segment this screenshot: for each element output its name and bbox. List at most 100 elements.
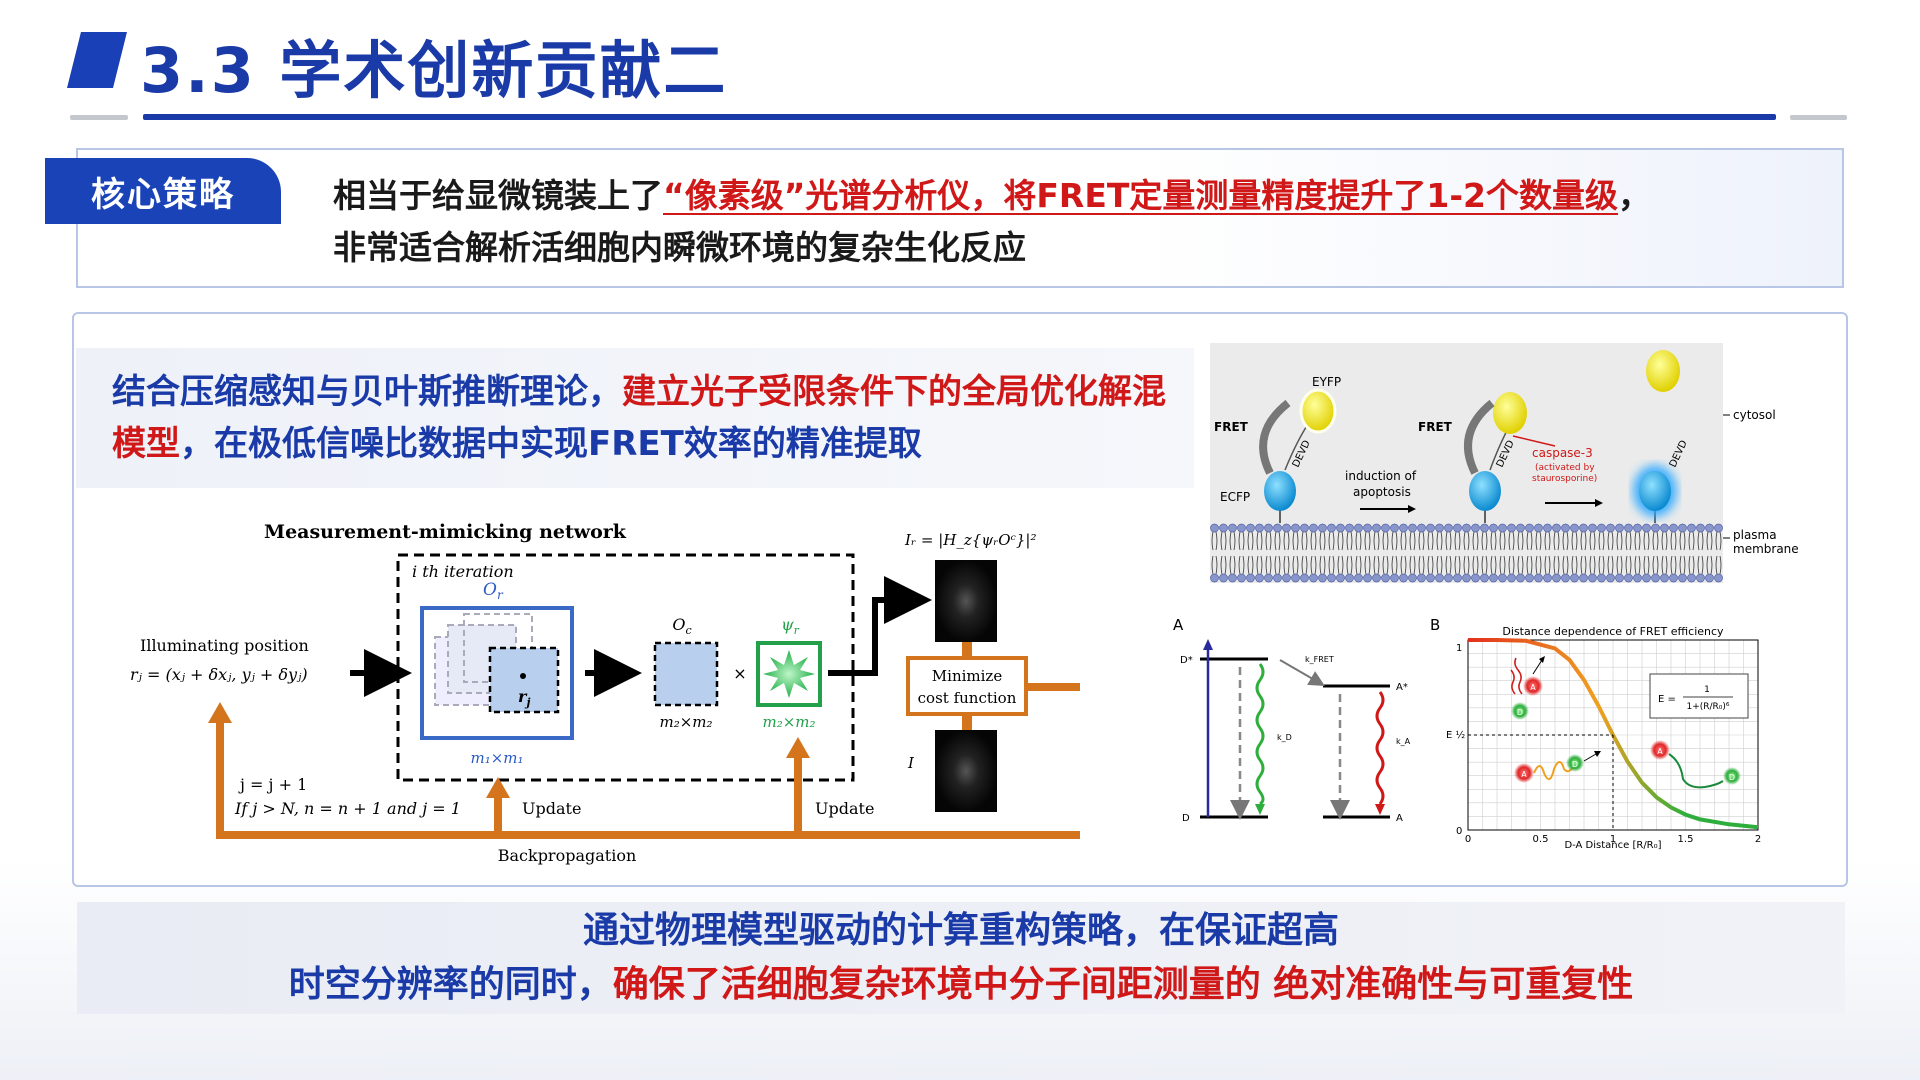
acceptor-dot-2 (1514, 763, 1534, 783)
formula-box (1649, 673, 1749, 719)
ir-connector (962, 642, 972, 658)
loop-label-2: If j > N, n = n + 1 and j = 1 (234, 799, 461, 818)
core-strategy-box (76, 148, 1844, 288)
chart-panel-label: B (1430, 616, 1440, 634)
kfret-label: k_FRET (1305, 655, 1334, 664)
method-text: 结合压缩感知与贝叶斯推断理论，建立光子受限条件下的全局优化解混模型，在极低信噪比… (112, 366, 1172, 470)
method-text-highlight: 建立光子受限条件下的全局优化解混模型 (112, 372, 1166, 464)
y-tick-zero: 0 (1456, 826, 1462, 837)
update-label-2: Update (815, 799, 874, 818)
network-title: Measurement-mimicking network (264, 521, 627, 543)
d-label: D (1182, 813, 1190, 824)
fret-label-1: FRET (1214, 420, 1249, 434)
ecfp-bead-1 (1264, 471, 1296, 511)
donor-mark-3: D (1729, 773, 1735, 782)
acceptor-dot-1 (1523, 676, 1543, 696)
psi-label: ψr (781, 615, 800, 637)
formula-num: 1 (1704, 685, 1710, 695)
core-strategy-text: 相当于给显微镜装上了“像素级”光谱分析仪，将FRET定量测量精度提升了1-2个数… (333, 170, 1833, 274)
summary-highlight: 确保了活细胞复杂环境中分子间距测量的 绝对准确性与可重复性 (612, 964, 1634, 1005)
update-arrow-2 (786, 737, 810, 758)
membrane-illustration: EYFP FRET ECFP DEVD induction of apoptos… (1210, 343, 1799, 583)
header-rule-left (70, 115, 128, 120)
oc-label: Oc (672, 615, 691, 637)
update-arrow-1 (486, 777, 510, 798)
x-tick-label: 0.5 (1533, 834, 1549, 845)
caspase-label-1: caspase-3 (1532, 446, 1593, 460)
method-text-a: 结合压缩感知与贝叶斯推断理论， (112, 372, 622, 412)
cytosol-label: cytosol (1733, 408, 1776, 422)
x-axis-label: D-A Distance [R/R₀] (1564, 840, 1661, 851)
minimize-label-2: cost function (918, 689, 1017, 707)
ir-image (935, 560, 997, 642)
x-tick-label: 2 (1755, 834, 1761, 845)
formula-lhs: E = (1658, 694, 1676, 705)
caspase-label-3: staurosporine) (1532, 474, 1597, 484)
illum-label-1: Illuminating position (140, 636, 309, 655)
i-image (935, 730, 997, 812)
fret-transfer-arrow (1279, 659, 1325, 687)
probe-current (488, 646, 560, 714)
page-title: 3.3 学术创新贡献二 (140, 34, 728, 107)
rj-point (520, 673, 526, 679)
donor-dot-1 (1511, 702, 1529, 720)
induction-label-1: induction of (1345, 469, 1417, 483)
donor-mark-1: D (1517, 708, 1523, 717)
linker-3 (1668, 753, 1724, 789)
oc-box (653, 641, 719, 707)
core-strategy-tag: 核心策略 (45, 158, 281, 224)
eyfp-bead-1 (1299, 388, 1337, 434)
feedback-loop (216, 683, 1080, 839)
probe-star (763, 650, 815, 698)
plasma-label-1: plasma (1733, 528, 1777, 542)
illum-label-2: rⱼ = (xⱼ + δxⱼ, yⱼ + δyⱼ) (130, 665, 308, 684)
fret-arrow-2 (1464, 399, 1495, 475)
rj-label: rj (518, 687, 530, 709)
donor-dot-2 (1566, 754, 1584, 772)
donor-dot-3 (1723, 767, 1741, 785)
ecfp-bead-2 (1469, 471, 1501, 511)
caspase-arrow (1512, 435, 1556, 447)
ecfp-label: ECFP (1220, 490, 1250, 504)
summary-line-1: 通过物理模型驱动的计算重构策略，在保证超高 (582, 910, 1339, 951)
x-tick-label: 0 (1465, 834, 1471, 845)
update-label-1: Update (522, 799, 581, 818)
fret-label-2: FRET (1418, 420, 1453, 434)
acceptor-mark-3: A (1657, 747, 1663, 756)
y-tick-half: E ½ (1446, 729, 1465, 741)
core-text-part-a: 相当于给显微镜装上了 (333, 176, 663, 215)
i-label: I (907, 754, 915, 772)
jablonski-panel-label: A (1173, 616, 1184, 634)
core-text-line2: 非常适合解析活细胞内瞬微环境的复杂生化反应 (333, 228, 1026, 267)
header-rule-right (1790, 115, 1847, 120)
eyfp-bead-free (1646, 350, 1680, 392)
acceptor-mark-1: A (1530, 683, 1536, 692)
iteration-label: i th iteration (412, 562, 514, 581)
x-tick-label: 1.5 (1678, 834, 1694, 845)
summary-line-2a: 时空分辨率的同时， (288, 964, 613, 1005)
loop-arrow-left (208, 702, 232, 723)
eyfp-label: EYFP (1312, 375, 1341, 389)
donor-emission (1255, 663, 1265, 806)
formula-den: 1+(R/R₀)⁶ (1686, 702, 1729, 712)
or-label: Or (483, 580, 504, 602)
m1-label: m₁×m₁ (470, 749, 523, 767)
acceptor-dot-3 (1650, 740, 1670, 760)
y-tick-top: 1 (1456, 643, 1462, 654)
a-label: A (1396, 813, 1403, 824)
lipid-bilayer (1210, 523, 1723, 583)
header-rule (143, 114, 1776, 120)
acceptor-mark-2: A (1521, 770, 1527, 779)
caspase-label-2: (activated by (1535, 463, 1595, 473)
minimize-label-1: Minimize (932, 667, 1003, 685)
fret-distance-chart: B Distance dependence of FRET efficiency… (1430, 616, 1761, 851)
donor-mark-2: D (1572, 760, 1578, 769)
network-diagram: Measurement-mimicking network i th itera… (130, 521, 1080, 865)
ka-label: k_A (1396, 737, 1411, 746)
linker-2 (1533, 761, 1575, 780)
jablonski-diagram: A D* D k_D k_FRET A* A k_A (1173, 616, 1411, 824)
method-text-c: ，在极低信噪比数据中实现FRET效率的精准提取 (180, 424, 922, 464)
eyfp-bead-2 (1493, 392, 1527, 434)
summary-text: 通过物理模型驱动的计算重构策略，在保证超高 时空分辨率的同时，确保了活细胞复杂环… (77, 904, 1845, 1012)
